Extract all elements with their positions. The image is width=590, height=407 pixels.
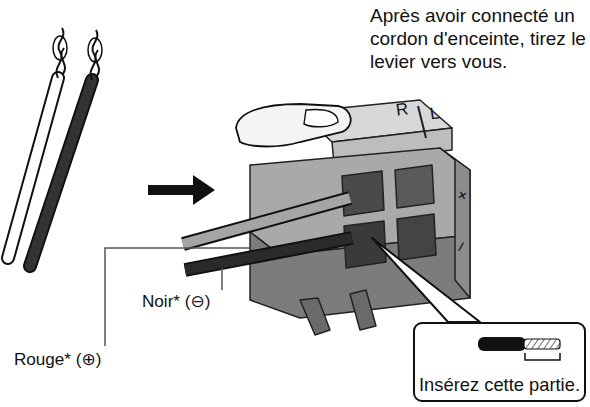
wire-color-label: Rouge* (⊕) [14,350,101,371]
stripped-wire-end [478,337,560,360]
channel-letter: L [429,103,441,125]
wire-color-label: Noir* (⊖) [142,292,210,313]
insert-arrow [148,175,215,205]
leader-line [105,248,250,346]
callout-pointer [372,238,480,322]
instruction-note: Après avoir connecté un cordon d'enceint… [370,4,586,74]
inserted-speaker-cord [183,198,352,270]
callout-text: Insérez cette partie. [415,374,584,396]
callout-box: Insérez cette partie. [413,322,586,402]
finger [236,104,351,147]
loose-speaker-cord [8,28,102,266]
